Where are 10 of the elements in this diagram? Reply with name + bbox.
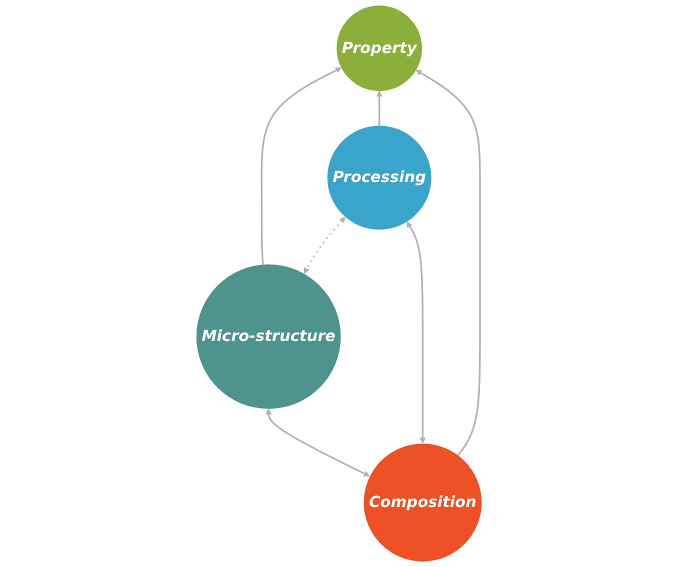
arrow	[266, 408, 370, 477]
node-circle: Property	[336, 6, 422, 91]
node-circle: Micro-structure	[196, 264, 341, 409]
node-circle: Composition	[364, 444, 482, 562]
arrow	[260, 67, 342, 265]
arrow	[406, 221, 426, 444]
node-circle: Processing	[327, 126, 432, 230]
arrow	[376, 90, 382, 126]
arrow	[416, 70, 481, 456]
arrow	[304, 216, 346, 274]
